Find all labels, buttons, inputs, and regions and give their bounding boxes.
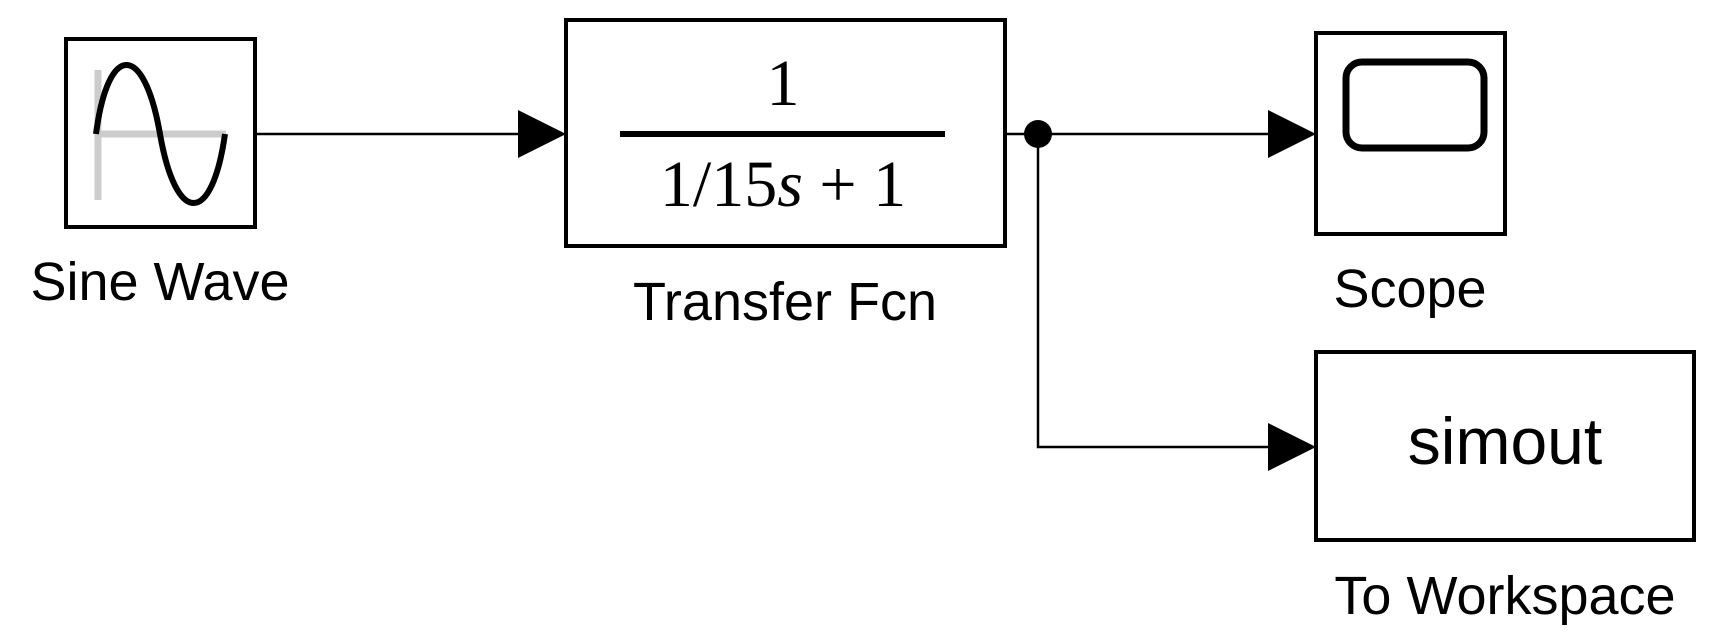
scope-block[interactable]: Scope	[1314, 31, 1507, 319]
to-workspace-block[interactable]: simout To Workspace	[1314, 350, 1696, 626]
branch-point	[1024, 120, 1052, 148]
arrowhead-tf-input	[518, 110, 566, 158]
denominator-prefix: 1/15	[660, 148, 777, 221]
sine-wave-icon	[93, 62, 228, 206]
scope-label: Scope	[1333, 259, 1486, 319]
denominator-variable: s	[777, 148, 803, 221]
transfer-fcn-block[interactable]: 1 1/15s + 1 Transfer Fcn	[564, 18, 1007, 332]
to-workspace-block-frame	[1314, 350, 1696, 542]
scope-screen-icon	[1342, 58, 1488, 152]
sine-wave-label: Sine Wave	[30, 252, 289, 312]
transfer-fcn-label: Transfer Fcn	[633, 272, 937, 332]
to-workspace-variable-name: simout	[1408, 404, 1602, 478]
denominator-suffix: + 1	[803, 148, 906, 221]
arrowhead-workspace-input	[1268, 423, 1316, 471]
transfer-fcn-denominator: 1/15s + 1	[660, 148, 906, 221]
arrowhead-scope-input	[1268, 110, 1316, 158]
signal-lines	[255, 110, 1316, 471]
sine-wave-block[interactable]: Sine Wave	[30, 37, 290, 312]
to-workspace-label: To Workspace	[1334, 566, 1675, 626]
transfer-fcn-numerator: 1	[767, 47, 800, 120]
signal-line-branch-to-workspace[interactable]	[1036, 134, 1270, 449]
